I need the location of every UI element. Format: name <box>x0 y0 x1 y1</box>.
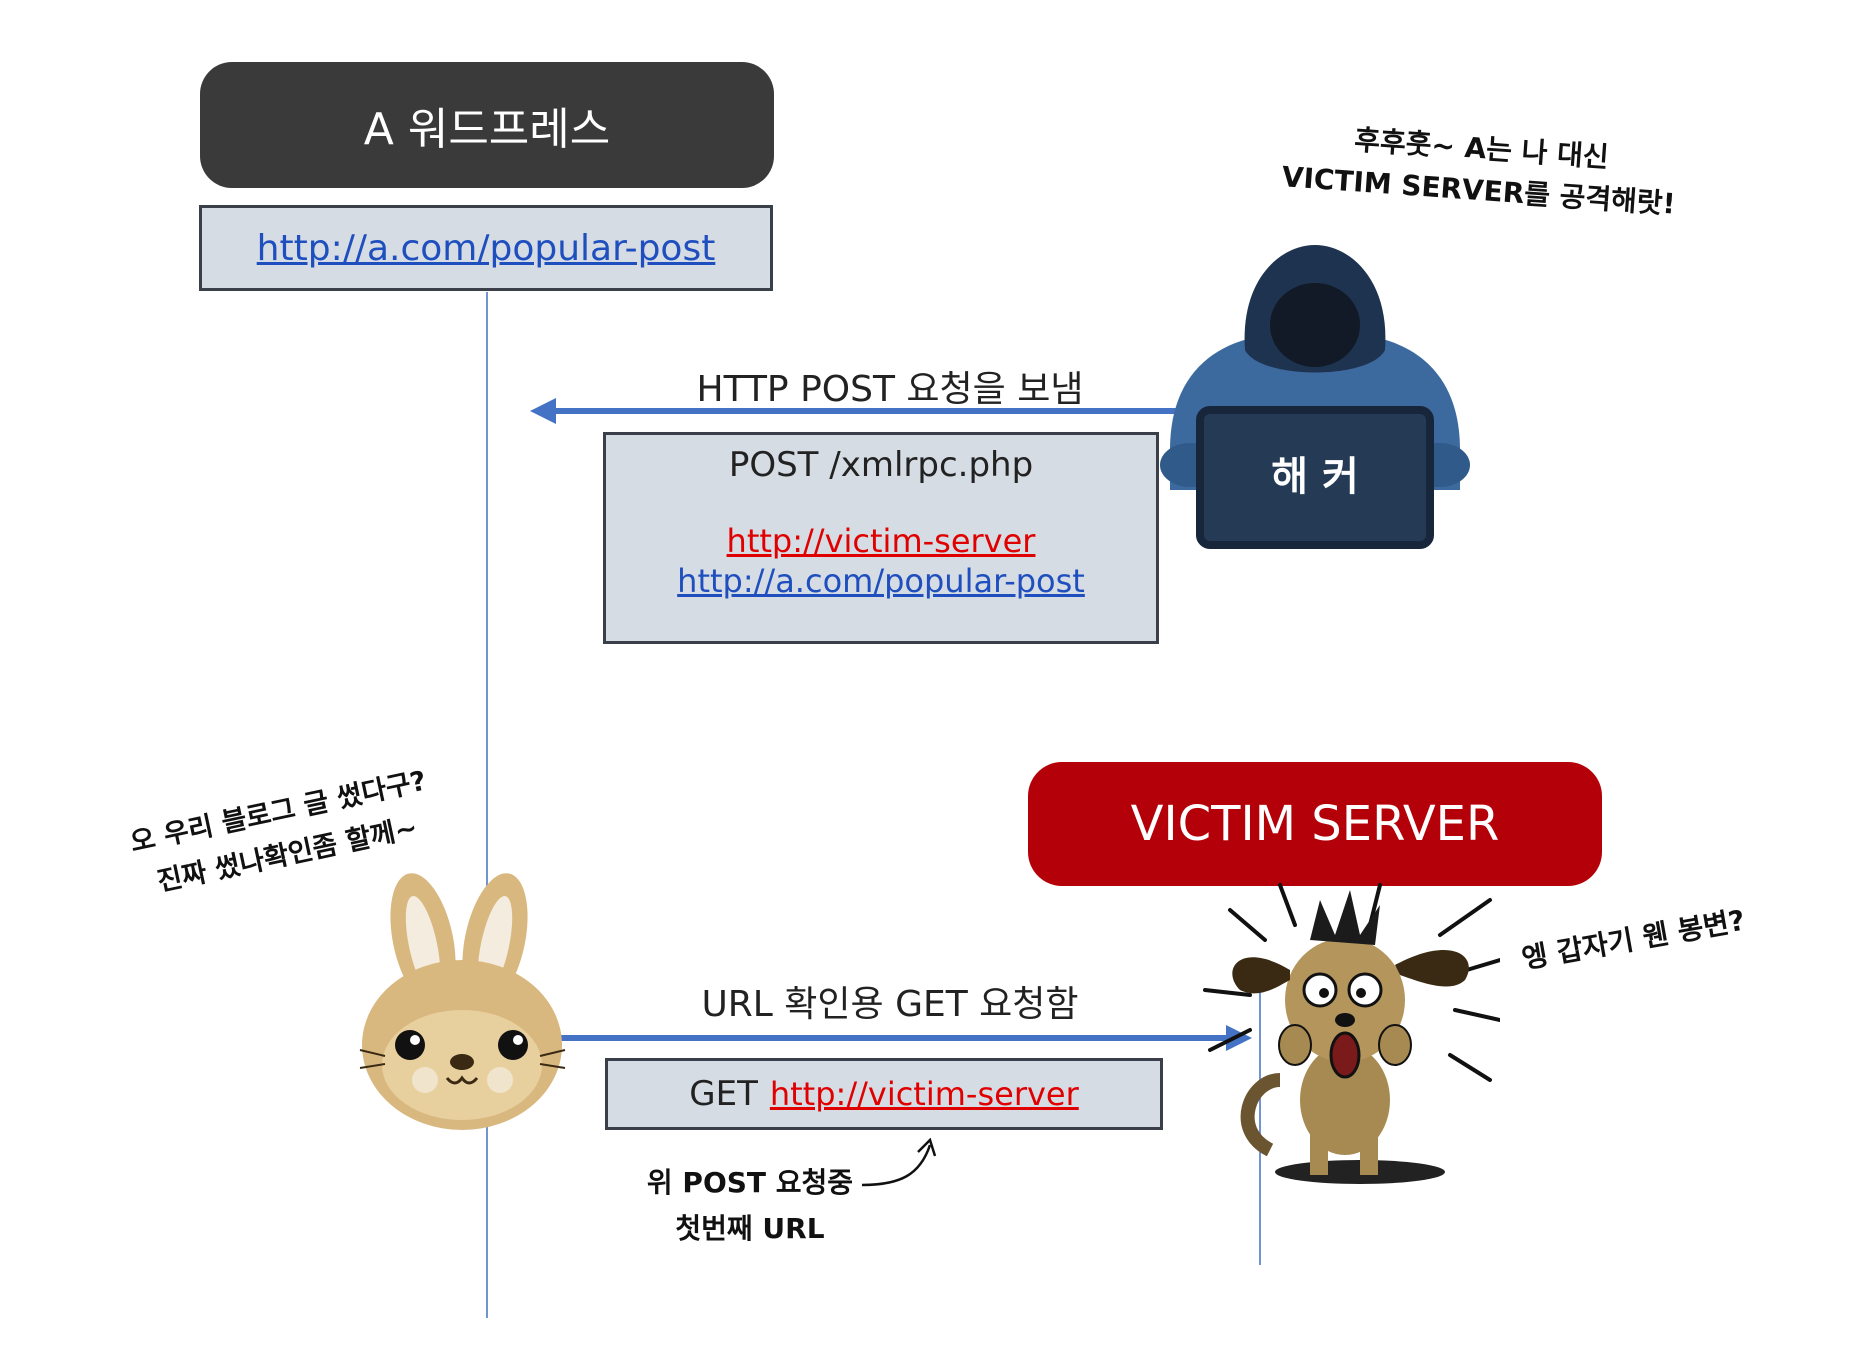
get-arrow-label: URL 확인용 GET 요청함 <box>680 975 1100 1027</box>
hacker-face <box>1270 283 1360 367</box>
post-arrow-label: HTTP POST 요청을 보냄 <box>690 360 1090 412</box>
post-method-line: POST /xmlrpc.php <box>606 445 1156 485</box>
get-note-line2: 첫번째 URL <box>630 1206 870 1252</box>
wordpress-url-link[interactable]: http://a.com/popular-post <box>257 228 716 269</box>
hacker-label: 해 커 <box>1271 454 1359 500</box>
get-request-box: GET http://victim-server <box>605 1058 1163 1130</box>
get-method: GET <box>689 1074 758 1114</box>
get-url-link[interactable]: http://victim-server <box>770 1075 1079 1113</box>
wordpress-title-text: A 워드프레스 <box>364 93 611 157</box>
wordpress-url-box: http://a.com/popular-post <box>199 205 773 291</box>
post-victim-url[interactable]: http://victim-server <box>606 521 1156 561</box>
victim-server-title: VICTIM SERVER <box>1028 762 1602 886</box>
get-note-line1: 위 POST 요청중 <box>630 1160 870 1206</box>
bunny-illustration <box>355 870 570 1135</box>
victim-server-title-text: VICTIM SERVER <box>1131 796 1500 852</box>
get-note: 위 POST 요청중 첫번째 URL <box>630 1160 870 1252</box>
victim-dog-illustration <box>1200 880 1500 1190</box>
hacker-illustration: 해 커 <box>1150 240 1480 550</box>
post-source-url[interactable]: http://a.com/popular-post <box>606 561 1156 601</box>
post-request-box: POST /xmlrpc.php http://victim-server ht… <box>603 432 1159 644</box>
post-arrow-head <box>530 398 556 424</box>
wordpress-title: A 워드프레스 <box>200 62 774 188</box>
